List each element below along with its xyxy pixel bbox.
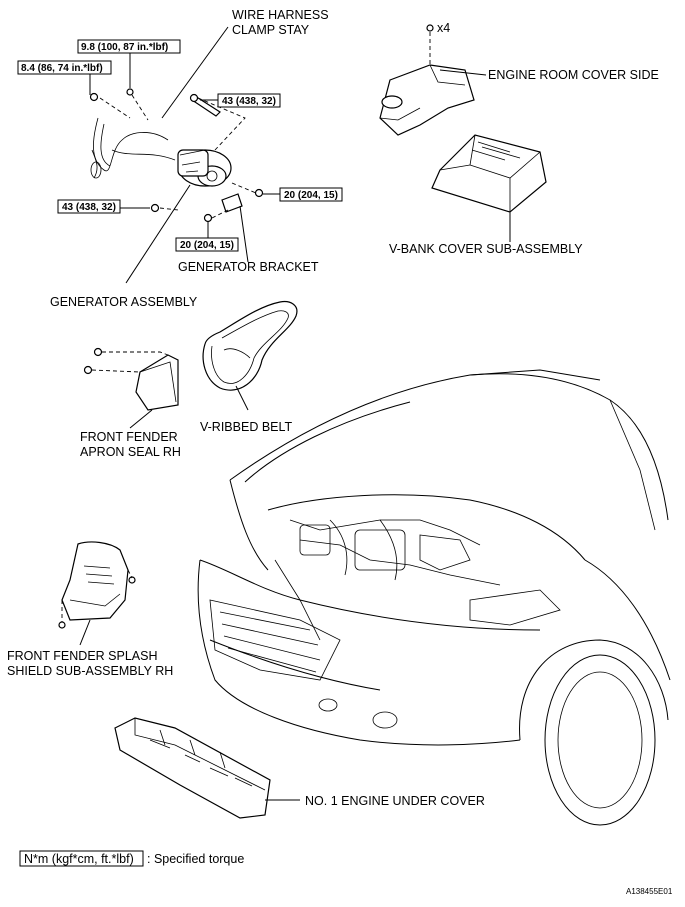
- figure-id: A138455E01: [626, 887, 673, 896]
- wire-harness-label-line1: WIRE HARNESS: [232, 8, 329, 22]
- v-ribbed-belt-drawing: [202, 300, 298, 391]
- legend-unit-box: N*m (kgf*cm, ft.*lbf): [24, 852, 134, 866]
- splash-shield-label-line1: FRONT FENDER SPLASH: [7, 649, 158, 663]
- apron-seal-label-line2: APRON SEAL RH: [80, 445, 181, 459]
- engine-under-cover-drawing: [114, 717, 271, 819]
- v-bank-cover-label: V-BANK COVER SUB-ASSEMBLY: [389, 242, 583, 256]
- v-ribbed-belt-label: V-RIBBED BELT: [200, 420, 293, 434]
- generator-bracket-label: GENERATOR BRACKET: [178, 260, 319, 274]
- apron-seal-drawing: [83, 347, 179, 411]
- engine-room-cover-side-label: ENGINE ROOM COVER SIDE: [488, 68, 659, 82]
- legend-text: : Specified torque: [147, 852, 244, 866]
- generator-assembly-drawing: [89, 88, 264, 223]
- torque-value-clamp-stay: 9.8 (100, 87 in.*lbf): [81, 42, 168, 53]
- torque-value-generator-lower: 43 (438, 32): [62, 202, 116, 213]
- vehicle-front-drawing: [197, 369, 671, 826]
- torque-value-harness-bolt: 8.4 (86, 74 in.*lbf): [21, 63, 103, 74]
- engine-room-cover-side-drawing: [379, 24, 475, 136]
- generator-assembly-label: GENERATOR ASSEMBLY: [50, 295, 198, 309]
- wire-harness-label-line2: CLAMP STAY: [232, 23, 310, 37]
- apron-seal-label-line1: FRONT FENDER: [80, 430, 178, 444]
- torque-value-bracket-bottom: 20 (204, 15): [180, 240, 234, 251]
- splash-shield-label-line2: SHIELD SUB-ASSEMBLY RH: [7, 664, 173, 678]
- splash-shield-drawing: [58, 541, 136, 629]
- torque-value-bracket-right: 20 (204, 15): [284, 190, 338, 201]
- torque-value-generator-upper: 43 (438, 32): [222, 96, 276, 107]
- quantity-label: x4: [437, 21, 450, 35]
- engine-under-cover-label: NO. 1 ENGINE UNDER COVER: [305, 794, 485, 808]
- v-bank-cover-drawing: [431, 134, 547, 213]
